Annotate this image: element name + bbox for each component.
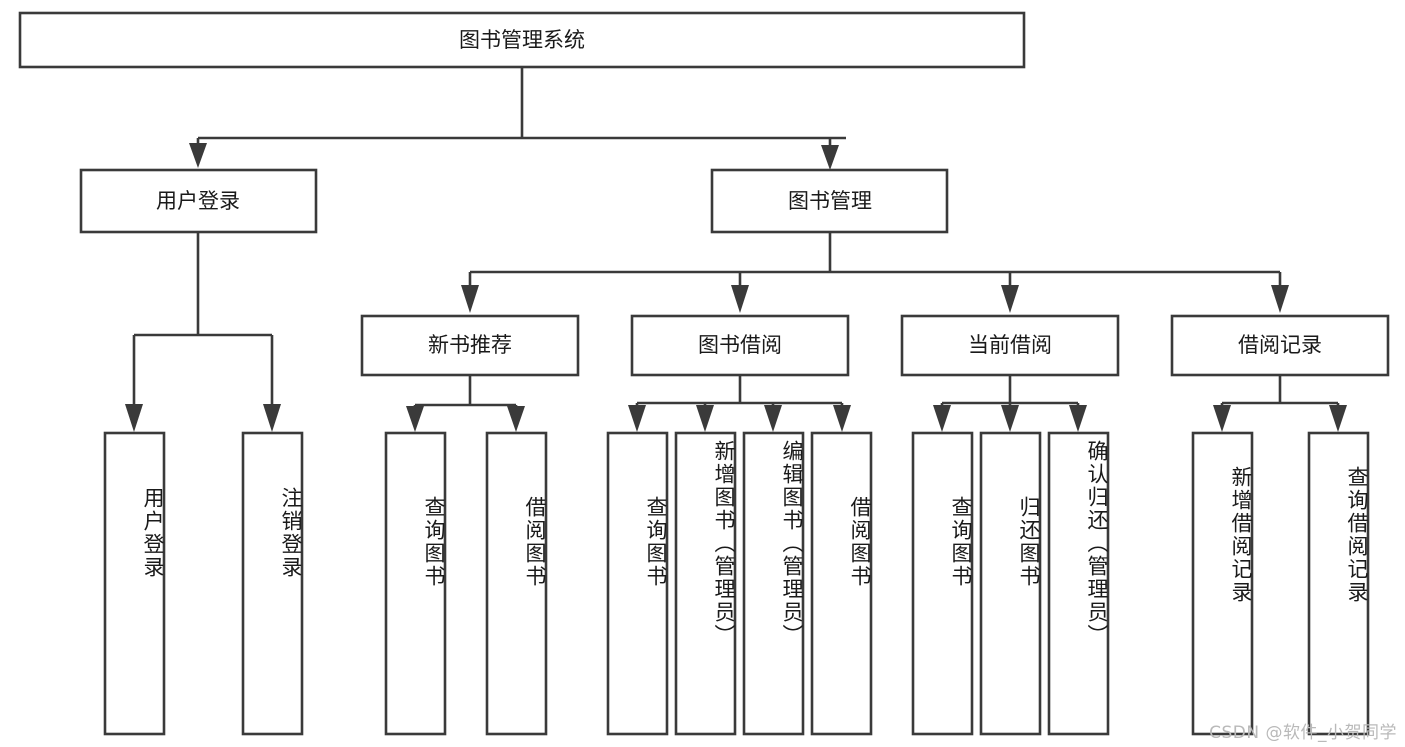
arrow-icon-nbr-to-leaf-2 <box>507 406 525 432</box>
node-box-leaf-query-book-2[interactable] <box>606 431 669 736</box>
node-box-leaf-query-book-1[interactable] <box>384 431 447 736</box>
node-label-current-borrow: 当前借阅 <box>968 333 1052 357</box>
node-user-login[interactable]: 用户登录 <box>79 168 318 234</box>
node-box-leaf-add-record[interactable] <box>1191 431 1254 736</box>
node-box-borrow-record <box>1170 314 1390 377</box>
arrow-icon-bm-to-book-borrow <box>731 285 749 313</box>
arrow-icon-bm-to-new-book <box>461 285 479 313</box>
node-label-user-login: 用户登录 <box>156 189 240 213</box>
arrow-icon-root-to-user-login <box>189 143 207 168</box>
node-box-leaf-edit-book[interactable] <box>742 431 805 736</box>
node-box-leaf-borrow-book-2[interactable] <box>810 431 873 736</box>
node-box-new-book-recommend <box>360 314 580 377</box>
node-label-borrow-record: 借阅记录 <box>1238 333 1322 357</box>
node-label-root: 图书管理系统 <box>459 28 585 52</box>
node-label-new-book-recommend: 新书推荐 <box>428 333 512 357</box>
watermark-text: CSDN @软件_小贺同学 <box>1209 723 1397 743</box>
arrow-icon-cb-to-leaf-2 <box>1001 405 1019 432</box>
node-box-book-borrow <box>630 314 850 377</box>
connector-group-book-borrow <box>628 375 851 432</box>
connector-group-current-borrow <box>933 375 1087 432</box>
arrow-icon-bb-to-leaf-2 <box>696 405 714 432</box>
arrow-icon-ul-to-leaf-1 <box>125 404 143 432</box>
arrow-icon-bm-to-borrow-record <box>1271 285 1289 313</box>
node-label-book-borrow: 图书借阅 <box>698 333 782 357</box>
node-box-leaf-query-record[interactable] <box>1307 431 1370 736</box>
node-new-book-recommend[interactable]: 新书推荐 <box>360 314 580 377</box>
arrow-icon-bm-to-current-borrow <box>1001 285 1019 313</box>
node-box-leaf-return-book[interactable] <box>979 431 1042 736</box>
node-borrow-record[interactable]: 借阅记录 <box>1170 314 1390 377</box>
arrow-icon-bb-to-leaf-1 <box>628 405 646 432</box>
node-box-leaf-confirm-return[interactable] <box>1047 431 1110 736</box>
node-label-book-management: 图书管理 <box>788 189 872 213</box>
connector-group-user-login <box>125 232 281 432</box>
node-box-leaf-logout-login[interactable] <box>241 431 304 736</box>
node-box-book-management <box>710 168 949 234</box>
connector-group-new-book-recommend <box>406 375 525 432</box>
node-box-current-borrow <box>900 314 1120 377</box>
node-book-management[interactable]: 图书管理 <box>710 168 949 234</box>
node-box-leaf-add-book[interactable] <box>674 431 737 736</box>
arrow-icon-root-to-book-management <box>821 145 839 170</box>
arrow-icon-cb-to-leaf-3 <box>1069 405 1087 432</box>
connector-group-root <box>189 67 846 170</box>
node-current-borrow[interactable]: 当前借阅 <box>900 314 1120 377</box>
arrow-icon-cb-to-leaf-1 <box>933 405 951 432</box>
connector-group-book-management <box>461 232 1289 313</box>
arrow-icon-bb-to-leaf-4 <box>833 405 851 432</box>
arrow-icon-nbr-to-leaf-1 <box>406 406 424 432</box>
arrow-icon-ul-to-leaf-2 <box>263 404 281 432</box>
node-box-leaf-borrow-book-1[interactable] <box>485 431 548 736</box>
leaf-box-group <box>103 431 1370 736</box>
node-box-leaf-query-book-3[interactable] <box>911 431 974 736</box>
node-root-book-management-system[interactable]: 图书管理系统 <box>18 11 1026 69</box>
arrow-icon-br-to-leaf-2 <box>1329 405 1347 432</box>
connector-group-borrow-record <box>1213 375 1347 432</box>
arrow-icon-bb-to-leaf-3 <box>764 405 782 432</box>
node-box-root <box>18 11 1026 69</box>
node-box-leaf-user-login[interactable] <box>103 431 166 736</box>
arrow-icon-br-to-leaf-1 <box>1213 405 1231 432</box>
node-book-borrow[interactable]: 图书借阅 <box>630 314 850 377</box>
node-box-user-login <box>79 168 318 234</box>
